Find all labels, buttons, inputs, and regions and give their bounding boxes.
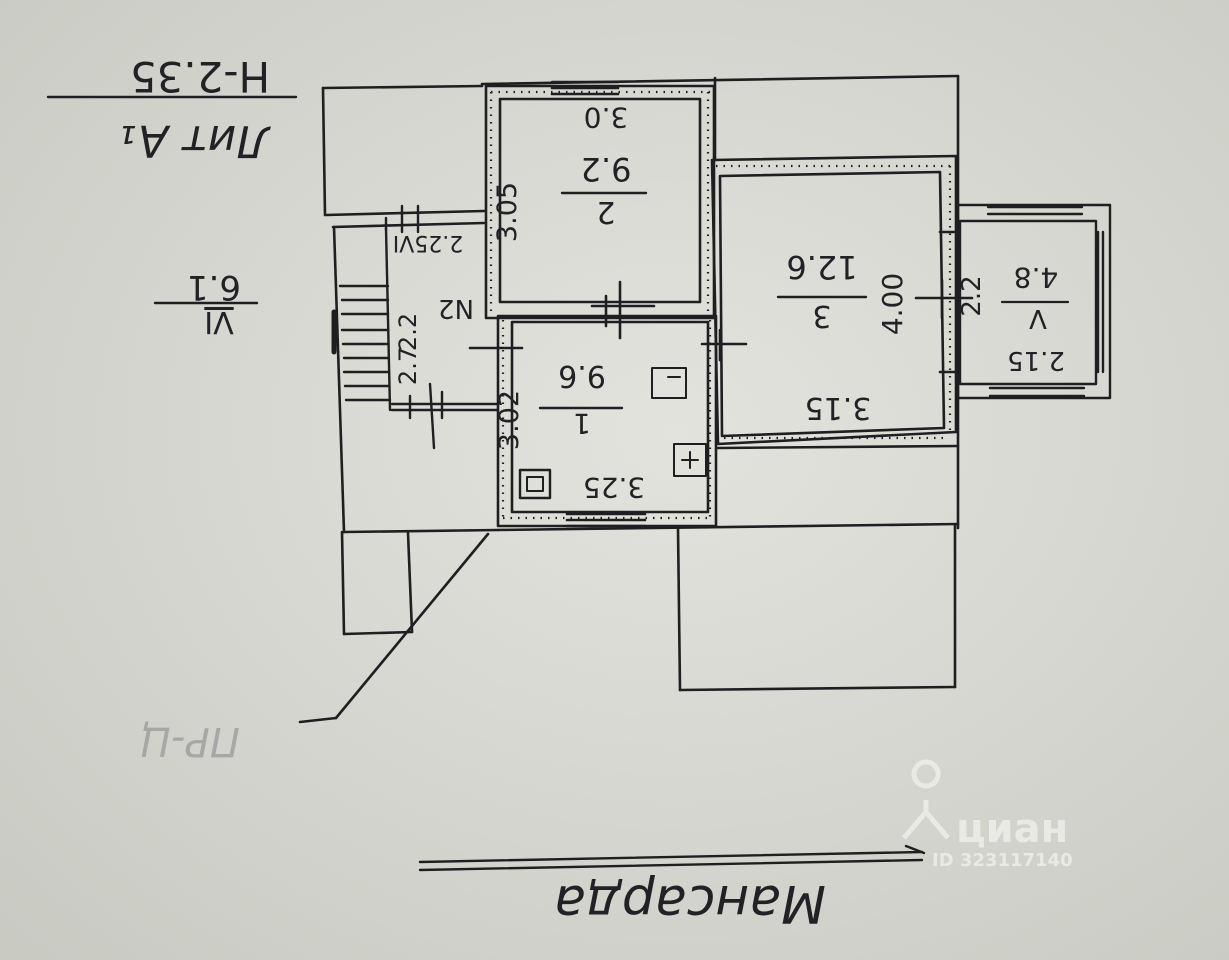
veranda-number: V: [1029, 303, 1047, 333]
veranda-length: 2.2: [957, 275, 987, 316]
veranda-area: 4.8: [1014, 261, 1059, 294]
header-height: H-2.35: [130, 52, 270, 101]
room-3-width: 3.15: [805, 390, 872, 425]
stair-dim-b: 2.7: [394, 347, 422, 385]
room-2-width: 3.0: [584, 101, 629, 134]
floor-fraction-bottom: 6.1: [187, 267, 241, 307]
room-2-walls: [484, 80, 716, 320]
header-litera: Лит А₁: [120, 115, 271, 166]
faint-annotation: ПР-Ц: [140, 718, 240, 764]
footer-title: Мансарда: [554, 873, 826, 933]
room-1-number: 1: [573, 407, 591, 440]
watermark: циан ID 323117140: [902, 759, 1073, 871]
room-1-area: 9.6: [558, 358, 606, 393]
stair-dim-a: 2.2: [394, 313, 422, 351]
room-3-walls: [710, 154, 974, 446]
veranda-width: 2.15: [1007, 345, 1065, 375]
room-2-length: 3.05: [492, 182, 523, 242]
room-2-number: 2: [596, 194, 615, 229]
header-text-group: H-2.35: [130, 52, 270, 101]
room-1-width: 3.25: [583, 471, 645, 504]
stair-room: [331, 204, 500, 450]
room-2-area: 9.2: [581, 150, 632, 188]
location-pin-icon: [902, 759, 950, 840]
watermark-id: ID 323117140: [932, 850, 1073, 871]
watermark-brand: циан: [956, 806, 1068, 852]
room-1-length: 3.02: [494, 390, 525, 450]
stair-level: 2.25VI: [393, 230, 464, 255]
room-3-wall-hatch: [716, 164, 952, 440]
floor-fraction-top: VI: [204, 304, 233, 339]
header-litera-group: Лит А₁: [120, 115, 271, 166]
room-3-length: 4.00: [876, 273, 909, 335]
stair-label: N2: [438, 293, 474, 323]
room-3-area: 12.6: [786, 248, 857, 286]
footer-arrow: [418, 844, 926, 872]
room-3-number: 3: [812, 298, 831, 333]
veranda-walls: [956, 203, 1112, 400]
